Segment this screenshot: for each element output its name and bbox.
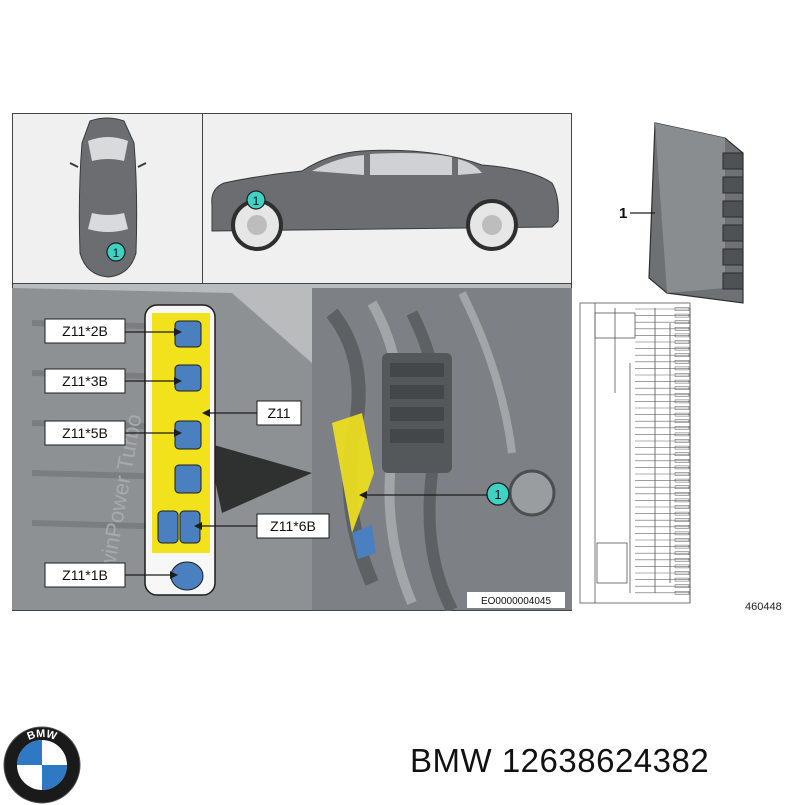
schematic-pin: [674, 492, 690, 496]
label-box-z11: [256, 400, 302, 426]
schematic-pin: [674, 577, 690, 582]
schematic-pin: [674, 525, 690, 529]
zoom-wedge: [207, 443, 312, 513]
logo-text: BMW: [26, 728, 59, 743]
schematic-pin: [674, 459, 690, 463]
label-z11-6b: Z11*6B: [270, 518, 316, 534]
schematic-pin: [674, 472, 690, 476]
engine-callout-label: 1: [494, 487, 501, 502]
label-z11-3b: Z11*3B: [62, 373, 108, 389]
schematic-pin: [674, 419, 690, 423]
part-number: 12638624382: [501, 742, 710, 779]
installed-module-highlight: [332, 413, 374, 533]
schematic-pin: [674, 353, 690, 357]
label-box-z11-2b: [44, 318, 126, 344]
brand-part-number: BMW 12638624382: [410, 742, 709, 780]
label-z11-1b: Z11*1B: [62, 567, 108, 583]
brand-name: BMW: [410, 742, 493, 779]
figure-code: EO0000004045: [481, 596, 552, 607]
bmw-logo-icon: BMW: [3, 726, 81, 804]
connector-3b: [174, 364, 202, 392]
top-view-callout-label: 1: [113, 246, 120, 260]
schematic-pin: [674, 551, 690, 555]
schematic-rows: [635, 307, 690, 595]
schematic-pin: [674, 571, 690, 575]
schematic-pin: [674, 386, 690, 390]
schematic-pin: [674, 346, 690, 351]
part-illustration: [630, 122, 744, 304]
side-view-callout-label: 1: [253, 194, 260, 208]
part-side-panel: 1 460448: [579, 122, 782, 613]
label-box-z11-3b: [44, 368, 126, 394]
schematic-pin: [674, 485, 690, 489]
side-view-callout-circle: [246, 190, 266, 210]
connector-5b: [174, 420, 202, 450]
label-box-z11-5b: [44, 420, 126, 446]
schematic-pin: [674, 452, 690, 456]
connector-4b: [174, 464, 202, 494]
schematic-pin: [674, 313, 690, 318]
figure-id: 460448: [745, 601, 782, 613]
schematic-pin: [674, 360, 690, 364]
schematic-pin: [674, 412, 690, 417]
schematic-pin: [674, 465, 690, 470]
schematic-pin: [674, 478, 690, 483]
schematic-pin: [674, 426, 690, 430]
schematic-pin: [674, 320, 690, 324]
label-z11-5b: Z11*5B: [62, 425, 108, 441]
part-number-label: 1: [619, 205, 627, 222]
schematic-pin: [674, 531, 690, 536]
schematic-pin: [674, 564, 690, 569]
schematic-pin: [674, 498, 690, 503]
label-z11: Z11: [267, 405, 290, 421]
schematic-pin: [674, 327, 690, 331]
engine-bay-panel: TwinPower Turbo: [12, 283, 572, 611]
schematic-pin: [674, 393, 690, 397]
label-z11-2b: Z11*2B: [62, 323, 108, 339]
schematic-pin: [674, 584, 690, 588]
car-side-view-panel: 1: [202, 113, 572, 284]
connector-2b: [174, 320, 202, 348]
schematic-pin: [674, 340, 690, 344]
car-top-view-panel: 1: [12, 113, 203, 284]
wiring-schematic: [579, 302, 691, 604]
schematic-pin: [674, 439, 690, 443]
schematic-pin: [674, 379, 690, 384]
schematic-pin: [674, 538, 690, 542]
windshield-top: [88, 137, 128, 161]
label-box-z11-1b: [44, 562, 126, 588]
schematic-pin: [674, 591, 690, 595]
figure-code-box: [467, 592, 565, 608]
schematic-pin: [674, 333, 690, 338]
schematic-pin: [674, 307, 690, 311]
installation-diagram: 1 1 TwinPower Turbo: [12, 113, 572, 611]
schematic-pin: [674, 511, 690, 516]
schematic-pin: [674, 544, 690, 549]
schematic-pin: [674, 373, 690, 377]
schematic-pin: [674, 518, 690, 522]
schematic-pin: [674, 445, 690, 450]
schematic-pin: [674, 558, 690, 562]
engine-callout-circle: [486, 482, 510, 506]
schematic-pin: [674, 432, 690, 437]
schematic-pin: [674, 399, 690, 404]
rear-window-top: [88, 213, 128, 232]
schematic-pin: [674, 406, 690, 410]
connector-7b: [157, 510, 179, 544]
schematic-pin: [674, 366, 690, 371]
label-box-z11-6b: [256, 513, 330, 539]
schematic-pin: [674, 505, 690, 509]
top-view-callout-circle: [106, 242, 126, 262]
